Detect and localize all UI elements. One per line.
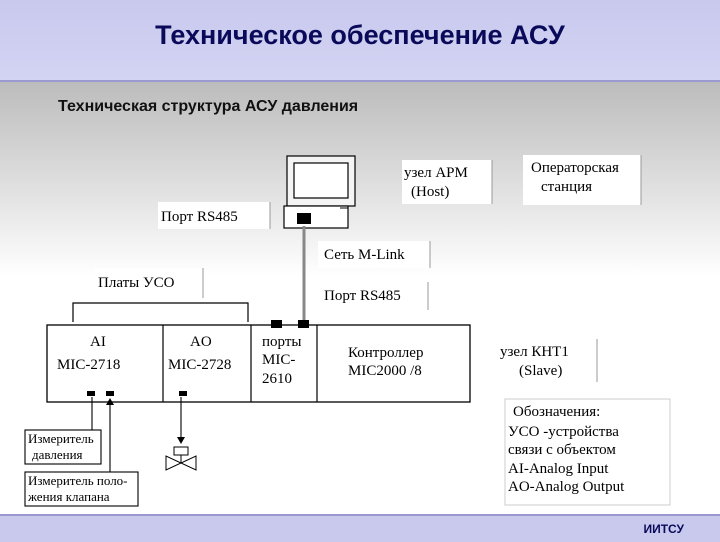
controller-rack (46, 320, 471, 403)
ao-module: AO MIC-2728 (168, 334, 231, 373)
ports-module-line1: порты (262, 334, 301, 350)
mlink-network-label: Сеть M-Link (318, 241, 431, 268)
controller-line2: MIC2000 /8 (348, 363, 422, 379)
arrow-head-icon (106, 398, 114, 405)
operator-station-label: Операторская станция (523, 155, 642, 205)
arm-node-line2: (Host) (411, 184, 449, 200)
valve-icon (165, 446, 197, 471)
ports-module-line2: MIC- (262, 352, 295, 368)
ao-module-line2: MIC-2728 (168, 357, 231, 373)
legend-box: Обозначения: УСО -устройства связи с объ… (504, 398, 671, 506)
footer-bar: ИИТСУ (0, 514, 720, 542)
knt-node-line1: узел КНТ1 (500, 344, 569, 360)
diagram-subtitle: Техническая структура АСУ давления (58, 98, 359, 115)
ports-module-line3: 2610 (262, 371, 292, 387)
operator-station-line1: Операторская (531, 160, 619, 176)
port-rs485-right-label: Порт RS485 (320, 282, 429, 310)
page-title: Техническое обеспечение АСУ (155, 20, 565, 50)
footer-label: ИИТСУ (643, 522, 684, 536)
legend-line-4: AO-Analog Output (508, 479, 625, 495)
operator-station-line2: станция (541, 179, 592, 195)
legend-line-3: AI-Analog Input (508, 461, 609, 477)
mlink-network-text: Сеть M-Link (324, 247, 405, 263)
pressure-meter-box: Измеритель давления (24, 429, 102, 465)
legend-title: Обозначения: (513, 404, 600, 420)
legend-line-1: УСО -устройства (508, 424, 619, 440)
controller-line1: Контроллер (348, 345, 423, 361)
position-meter-line2: жения клапана (27, 489, 110, 504)
ai-module-line1: AI (90, 334, 106, 350)
ao-module-line1: AO (190, 334, 212, 350)
knt-node-label: узел КНТ1 (Slave) (497, 339, 598, 382)
pressure-meter-line2: давления (32, 447, 83, 462)
port-rs485-top-label: Порт RS485 (158, 202, 271, 229)
port-rs485-top-text: Порт RS485 (161, 209, 238, 225)
knt-node-line2: (Slave) (519, 363, 562, 379)
arm-node-line1: узел АРМ (404, 165, 468, 181)
legend-line-2: связи с объектом (508, 442, 616, 458)
port-rs485-right-text: Порт RS485 (324, 288, 401, 304)
arm-node-label: узел АРМ (Host) (402, 160, 493, 204)
title-bar: Техническое обеспечение АСУ (0, 0, 720, 82)
uso-boards-label: Платы УСО (95, 268, 204, 298)
position-meter-box: Измеритель поло- жения клапана (24, 471, 139, 507)
workstation-icon (283, 155, 356, 229)
uso-boards-text: Платы УСО (98, 275, 175, 291)
ai-module: AI MIC-2718 (57, 334, 120, 373)
position-meter-line1: Измеритель поло- (28, 473, 128, 488)
ports-module: порты MIC- 2610 (262, 334, 301, 387)
pressure-meter-line1: Измеритель (28, 431, 94, 446)
ai-module-line2: MIC-2718 (57, 357, 120, 373)
uso-bracket (72, 302, 249, 322)
arrow-down-icon (177, 437, 185, 444)
controller-module: Контроллер MIC2000 /8 (348, 345, 423, 379)
